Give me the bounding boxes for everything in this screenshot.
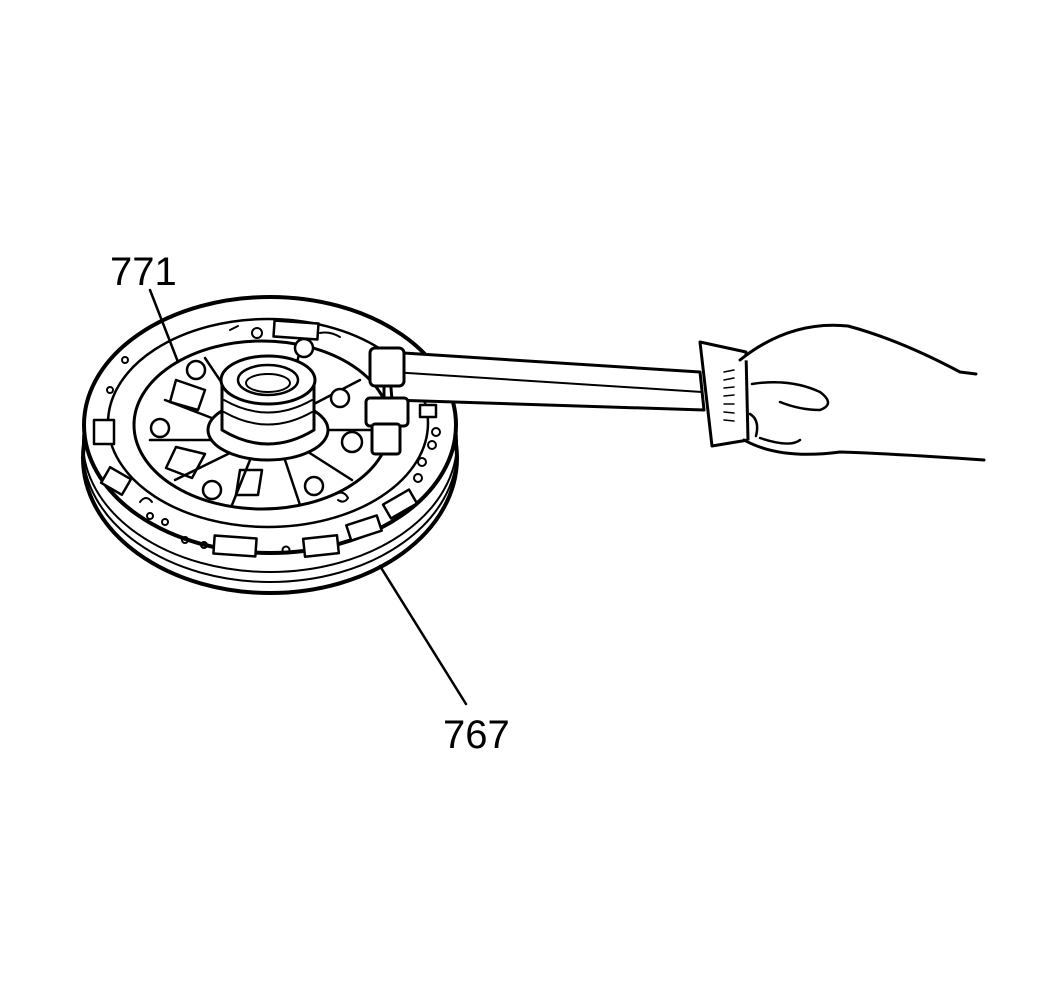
- cover-bolts: [149, 337, 393, 503]
- flange-ports: [92, 319, 441, 558]
- hand: [738, 323, 986, 462]
- scale-ticks: [723, 369, 735, 422]
- callout-771: 771: [110, 250, 180, 364]
- callout-label-767: 767: [443, 713, 510, 757]
- stator-shaft: [206, 354, 330, 462]
- torque-wrench: [364, 340, 750, 456]
- callout-label-771: 771: [110, 250, 177, 294]
- callout-767: 767: [378, 564, 510, 757]
